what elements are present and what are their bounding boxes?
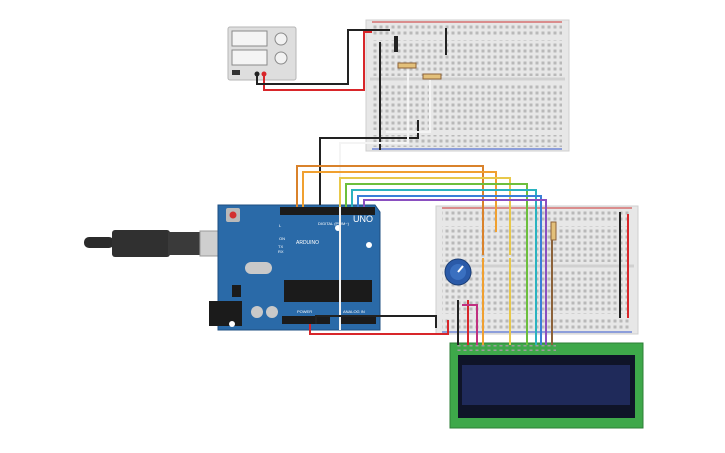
- on-label: ON: [279, 236, 285, 241]
- wire-orange[interactable]: [302, 171, 497, 232]
- digital-header-label: DIGITAL (PWM~): [318, 221, 350, 226]
- arduino-brand: ARDUINO: [296, 240, 319, 246]
- tx-label: TX: [278, 244, 283, 249]
- wire-green[interactable]: [345, 183, 528, 258]
- wire-black-supply[interactable]: [256, 29, 390, 85]
- voltage-knob-icon[interactable]: [274, 32, 288, 46]
- wire-red-5v[interactable]: [309, 320, 449, 335]
- wire-orange-dark[interactable]: [296, 165, 484, 255]
- wires[interactable]: [256, 28, 629, 345]
- power-supply[interactable]: [227, 26, 297, 81]
- resistor-2[interactable]: [422, 73, 442, 80]
- analog-header-label: ANALOG IN: [343, 309, 365, 314]
- power-header-label: POWER: [297, 309, 312, 314]
- l-label: L: [279, 223, 282, 228]
- resistor-3[interactable]: [550, 221, 557, 241]
- wire-white-1[interactable]: [339, 70, 409, 330]
- arduino-uno-board[interactable]: ARDUINO UNO DIGITAL (PWM~) POWER ANALOG …: [209, 204, 381, 331]
- arduino-model: UNO: [353, 214, 373, 224]
- lcd-display[interactable]: [449, 342, 644, 429]
- usb-cable[interactable]: [84, 230, 221, 257]
- rx-label: RX: [278, 249, 284, 254]
- current-knob-icon[interactable]: [274, 51, 288, 65]
- resistor-1[interactable]: [397, 62, 417, 69]
- wire-lcd-magenta[interactable]: [462, 304, 478, 345]
- wire-purple[interactable]: [363, 199, 547, 258]
- wire-yellow[interactable]: [339, 177, 511, 255]
- wire-blue[interactable]: [357, 195, 542, 258]
- wire-teal[interactable]: [351, 189, 537, 258]
- wire-white-2[interactable]: [386, 80, 431, 133]
- potentiometer[interactable]: [444, 258, 472, 286]
- wire-black-gnd[interactable]: [315, 315, 437, 328]
- top-breadboard[interactable]: [365, 19, 570, 152]
